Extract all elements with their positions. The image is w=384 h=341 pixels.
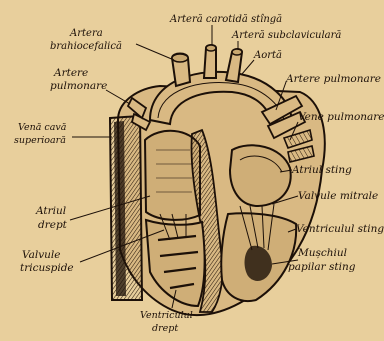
- label-valvule-tricuspide-1: Valvule: [22, 249, 61, 261]
- label-muschiul-papilar-1: Mușchiul: [297, 247, 347, 259]
- label-arteria-brahiocefalica-2: brahiocefalică: [50, 41, 122, 52]
- label-arteria-subclaviculara: Arteră subclaviculară: [231, 30, 341, 41]
- label-ventriculul-drept-1: Ventriculul: [140, 310, 193, 321]
- label-atriul-drept-2: drept: [38, 219, 68, 231]
- label-valvule-tricuspide-2: tricuspide: [20, 262, 74, 274]
- label-artere-pulmonare-left-1: Artere: [53, 67, 88, 79]
- label-valvule-mitrale: Valvule mitrale: [298, 190, 378, 202]
- label-ventriculul-stang: Ventriculul sting: [296, 223, 384, 235]
- label-atriul-stang: Atriul sting: [291, 164, 352, 176]
- label-arteria-carotida: Arteră carotidă stîngă: [169, 14, 282, 25]
- label-artere-pulmonare-right: Artere pulmonare: [285, 73, 381, 85]
- label-vena-cava-2: superioară: [14, 135, 66, 146]
- label-aorta: Aortă: [253, 50, 282, 61]
- label-artere-pulmonare-left-2: pulmonare: [50, 80, 107, 92]
- label-muschiul-papilar-2: papilar sting: [288, 261, 356, 273]
- label-atriul-drept-1: Atriul: [35, 205, 66, 217]
- label-ventriculul-drept-2: drept: [152, 323, 178, 334]
- label-vene-pulmonare: Vene pulmonare: [298, 111, 384, 123]
- left-atrium-shape: [230, 145, 291, 206]
- label-arteria-brahiocefalica-1: Artera: [69, 28, 103, 39]
- label-vena-cava-1: Venă cavă: [18, 122, 67, 133]
